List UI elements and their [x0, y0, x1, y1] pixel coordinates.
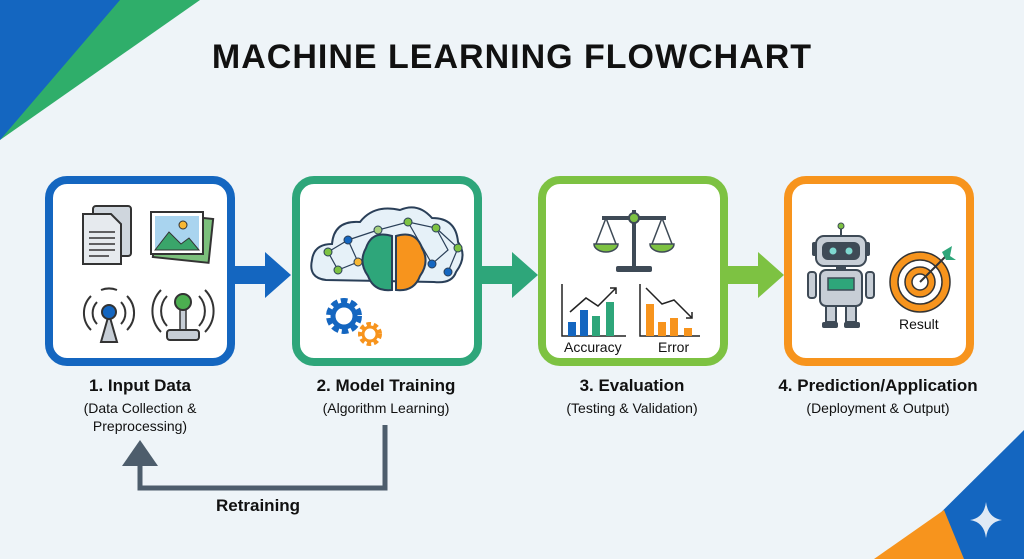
- page-title: MACHINE LEARNING FLOWCHART: [211, 38, 813, 76]
- step-4-subtitle: (Deployment & Output): [806, 400, 950, 416]
- step-3-label: 3. Evaluation (Testing & Validation): [502, 376, 762, 417]
- error-label: Error: [658, 339, 690, 355]
- corner-decoration-top-left: [0, 0, 200, 140]
- step-prediction-application: Result: [784, 176, 974, 366]
- document-icon: [82, 205, 132, 265]
- step-evaluation: Accuracy Error: [538, 176, 728, 366]
- step-3-subtitle: (Testing & Validation): [566, 400, 698, 416]
- robot-icon: [807, 222, 875, 328]
- scale-icon: [593, 210, 675, 272]
- retraining-label: Retraining: [216, 496, 301, 515]
- sparkle-icon: [970, 502, 1002, 538]
- sensor-icon: [82, 287, 136, 343]
- step-2-label: 2. Model Training (Algorithm Learning): [256, 376, 516, 417]
- corner-decoration-bottom-right: [874, 430, 1024, 559]
- target-icon: [889, 246, 956, 313]
- arrow-1-to-2: [229, 252, 291, 298]
- step-1-label: 1. Input Data (Data Collection & Preproc…: [10, 376, 270, 435]
- arrow-2-to-3: [474, 252, 538, 298]
- accuracy-label: Accuracy: [564, 339, 622, 355]
- step-1-subtitle-2: Preprocessing): [92, 418, 188, 434]
- joystick-icon: [151, 289, 215, 341]
- step-1-title: 1. Input Data: [88, 376, 191, 395]
- step-4-label: 4. Prediction/Application (Deployment & …: [748, 376, 1008, 417]
- result-label: Result: [899, 316, 939, 332]
- step-2-subtitle: (Algorithm Learning): [322, 400, 450, 416]
- step-3-title: 3. Evaluation: [579, 376, 685, 395]
- step-1-subtitle: (Data Collection &: [83, 400, 197, 416]
- step-2-title: 2. Model Training: [316, 376, 456, 395]
- brain-network-icon: [310, 206, 464, 292]
- arrow-3-to-4: [720, 252, 784, 298]
- gears-icon: [326, 298, 382, 346]
- error-chart-icon: [639, 284, 700, 337]
- image-icon: [150, 211, 215, 264]
- step-input-data: [45, 176, 235, 366]
- step-4-title: 4. Prediction/Application: [778, 376, 978, 395]
- accuracy-chart-icon: [561, 284, 626, 337]
